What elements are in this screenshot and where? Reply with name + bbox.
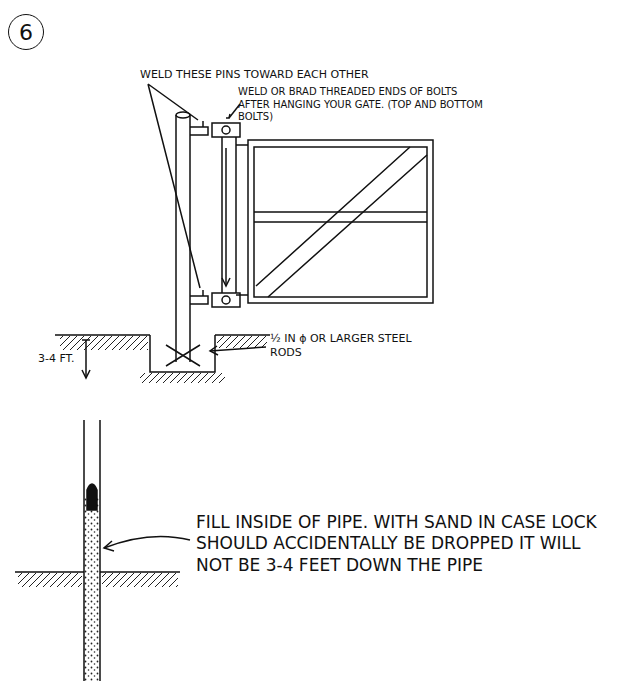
bolt-note: WELD OR BRAD THREADED ENDS OF BOLTS AFTE…: [238, 86, 488, 124]
callout-number: 6: [19, 20, 33, 45]
rod-note: ½ IN ϕ OR LARGER STEEL RODS: [270, 332, 420, 360]
lower-drawing: [15, 420, 190, 681]
callout-circle: 6: [8, 14, 44, 50]
upper-drawing: [55, 84, 433, 383]
sand-note: FILL INSIDE OF PIPE. WITH SAND IN CASE L…: [196, 512, 614, 576]
depth-dimension: 3-4 FT.: [38, 352, 84, 366]
pin-note: WELD THESE PINS TOWARD EACH OTHER: [140, 68, 440, 82]
